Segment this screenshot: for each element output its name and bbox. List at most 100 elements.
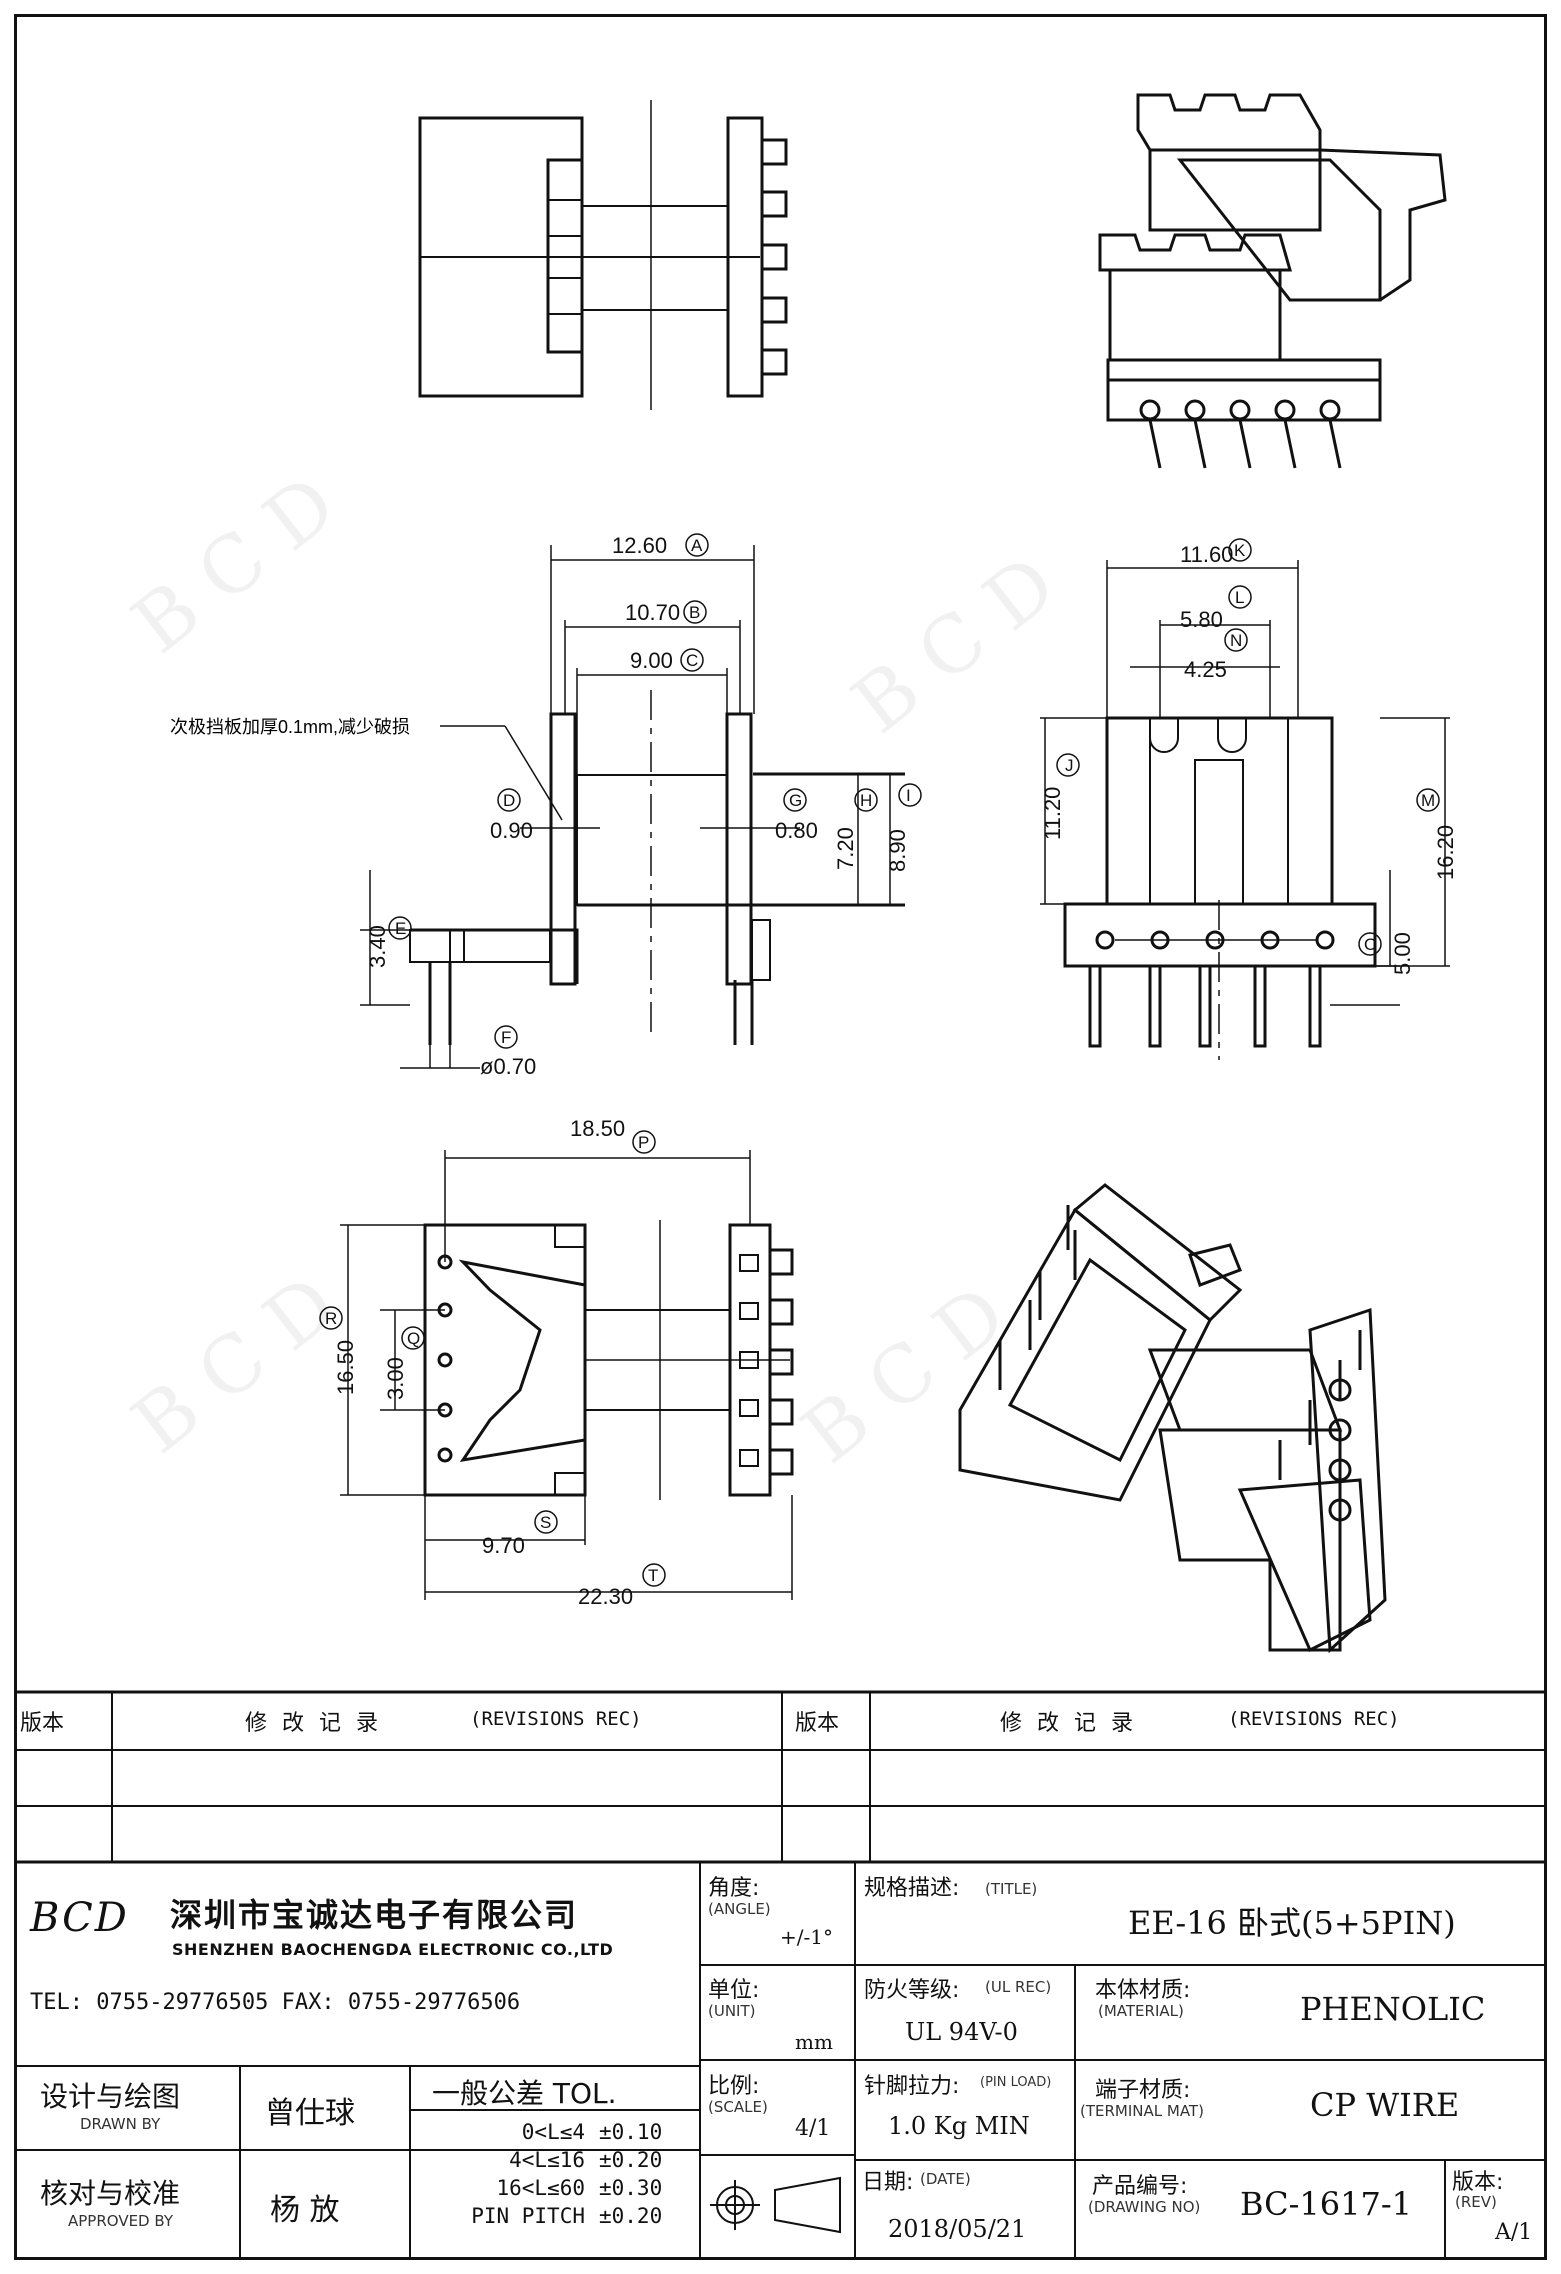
tolerance-value: ±0.10 xyxy=(599,2120,663,2144)
rev-label-en: (REV) xyxy=(1455,2193,1497,2211)
dim-l-value: 5.80 xyxy=(1180,607,1223,632)
pinload-label: 针脚拉力: xyxy=(864,2074,960,2099)
drawing-no-label-en: (DRAWING NO) xyxy=(1088,2198,1201,2216)
material-label-en: (MATERIAL) xyxy=(1098,2002,1184,2020)
dim-s-letter: S xyxy=(540,1513,551,1532)
title-label: 规格描述: xyxy=(864,1876,960,1901)
drawing-no-value: BC-1617-1 xyxy=(1240,2185,1413,2223)
dim-h-letter: H xyxy=(860,791,872,810)
dim-o-value: 5.00 xyxy=(1390,932,1415,975)
rev-label: 版本: xyxy=(1452,2170,1504,2195)
dim-g-value: 0.80 xyxy=(775,818,818,843)
tolerance-title: 一般公差 TOL. xyxy=(432,2077,617,2110)
scale-label-en: (SCALE) xyxy=(708,2098,768,2116)
tolerance-row: 16<L≤60 ±0.30 xyxy=(420,2174,690,2202)
dim-r-value: 16.50 xyxy=(333,1340,358,1395)
dim-n-value: 4.25 xyxy=(1184,657,1227,682)
side-view xyxy=(360,545,905,1069)
designer-label: 设计与绘图 xyxy=(40,2080,181,2113)
company-name-cn: 深圳市宝诚达电子有限公司 xyxy=(170,1896,579,1934)
dim-e-letter: E xyxy=(395,919,406,938)
approver-name: 杨 放 xyxy=(270,2193,340,2228)
ul-label: 防火等级: xyxy=(864,1978,960,2003)
pinload-value: 1.0 Kg MIN xyxy=(888,2112,1030,2140)
terminal-label: 端子材质: xyxy=(1095,2078,1191,2103)
dim-f-letter: F xyxy=(501,1028,511,1047)
tolerance-value: ±0.30 xyxy=(599,2176,663,2200)
title-label-en: (TITLE) xyxy=(985,1880,1038,1898)
rev-version-header-left: 版本 xyxy=(20,1711,65,1736)
dim-r-letter: R xyxy=(325,1309,337,1328)
bottom-view xyxy=(340,1150,794,1600)
tolerance-range: 0<L≤4 xyxy=(521,2120,585,2144)
tolerance-value: ±0.20 xyxy=(599,2148,663,2172)
company-logo: BCD xyxy=(30,1895,129,1941)
company-tel-fax: TEL: 0755-29776505 FAX: 0755-29776506 xyxy=(30,1990,521,2015)
designer-label-en: DRAWN BY xyxy=(80,2115,161,2133)
date-label-en: (DATE) xyxy=(920,2170,971,2188)
dim-t-letter: T xyxy=(648,1566,658,1585)
dim-i-letter: I xyxy=(906,786,911,805)
dim-j-value: 11.20 xyxy=(1040,787,1065,840)
tolerance-row: PIN PITCH ±0.20 xyxy=(420,2202,690,2230)
date-label: 日期: xyxy=(862,2170,914,2195)
dim-p-value: 18.50 xyxy=(570,1116,625,1141)
dim-e-value: 3.40 xyxy=(365,925,390,968)
dim-k-letter: K xyxy=(1234,541,1246,560)
dim-s-value: 9.70 xyxy=(482,1533,525,1558)
iso-view-top xyxy=(1098,93,1447,469)
dim-d-value: 0.90 xyxy=(490,818,533,843)
sheet-border xyxy=(14,14,1547,2260)
dim-a-letter: A xyxy=(691,536,703,555)
dim-a-value: 12.60 xyxy=(612,533,667,558)
angle-label-en: (ANGLE) xyxy=(708,1900,771,1918)
tolerance-range: PIN PITCH xyxy=(471,2204,585,2228)
dim-p-letter: P xyxy=(638,1133,649,1152)
angle-value: +/-1° xyxy=(780,1925,833,1949)
angle-label: 角度: xyxy=(708,1876,760,1901)
dim-n-letter: N xyxy=(1230,631,1242,650)
dim-k-value: 11.60 xyxy=(1180,542,1233,567)
dim-b-letter: B xyxy=(689,603,700,622)
iso-view-bottom xyxy=(958,1183,1387,1654)
dim-j-letter: J xyxy=(1065,756,1074,775)
scale-value: 4/1 xyxy=(795,2116,831,2141)
dim-t-value: 22.30 xyxy=(578,1584,633,1609)
rev-record-header-right: 修 改 记 录 xyxy=(1000,1711,1137,1736)
top-view xyxy=(418,100,788,410)
front-view xyxy=(1040,560,1450,1060)
dim-f-value: ø0.70 xyxy=(480,1054,536,1079)
pinload-label-en: (PIN LOAD) xyxy=(980,2075,1052,2090)
rev-record-header-right-en: (REVISIONS REC) xyxy=(1228,1708,1400,1730)
unit-label: 单位: xyxy=(708,1978,760,2003)
rev-value: A/1 xyxy=(1495,2220,1533,2245)
unit-label-en: (UNIT) xyxy=(708,2002,756,2020)
date-value: 2018/05/21 xyxy=(888,2215,1027,2243)
dim-d-letter: D xyxy=(503,791,515,810)
rev-record-header-left: 修 改 记 录 xyxy=(245,1711,382,1736)
dim-g-letter: G xyxy=(789,791,802,810)
drawing-no-label: 产品编号: xyxy=(1092,2174,1188,2199)
material-value: PHENOLIC xyxy=(1300,1990,1486,2028)
dim-m-value: 16.20 xyxy=(1433,825,1458,880)
dim-c-letter: C xyxy=(686,651,698,670)
tolerance-range: 4<L≤16 xyxy=(509,2148,585,2172)
dim-q-value: 3.00 xyxy=(383,1357,408,1400)
approver-label-en: APPROVED BY xyxy=(68,2212,174,2230)
scale-label: 比例: xyxy=(708,2074,760,2099)
dim-c-value: 9.00 xyxy=(630,648,673,673)
dim-h-value: 7.20 xyxy=(833,827,858,870)
dim-b-value: 10.70 xyxy=(625,600,680,625)
tolerance-range: 16<L≤60 xyxy=(496,2176,585,2200)
dim-m-letter: M xyxy=(1421,791,1435,810)
drawing-area: 12.60 A 10.70 B 9.00 C 次极挡板加厚0.1mm,减少破损 … xyxy=(170,93,1458,1654)
tolerance-table: 0<L≤4 ±0.10 4<L≤16 ±0.20 16<L≤60 ±0.30 PIN … xyxy=(420,2118,690,2230)
tolerance-value: ±0.20 xyxy=(599,2204,663,2228)
rev-version-header-right: 版本 xyxy=(795,1711,840,1736)
material-label: 本体材质: xyxy=(1095,1978,1191,2003)
tolerance-row: 0<L≤4 ±0.10 xyxy=(420,2118,690,2146)
thickness-note: 次极挡板加厚0.1mm,减少破损 xyxy=(170,717,410,737)
title-value: EE-16 卧式(5+5PIN) xyxy=(1128,1904,1456,1942)
terminal-label-en: (TERMINAL MAT) xyxy=(1080,2102,1204,2120)
